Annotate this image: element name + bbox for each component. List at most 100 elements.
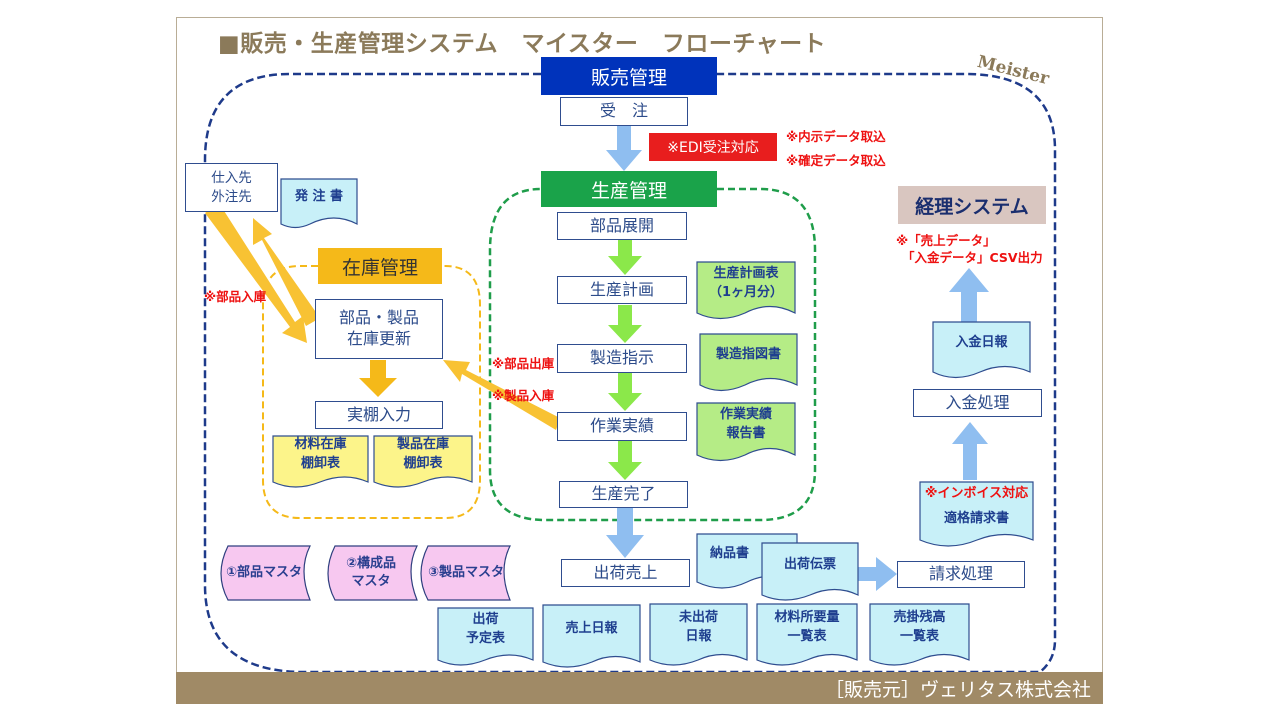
note-confirmed-import: ※確定データ取込: [786, 153, 886, 168]
doc-delivery-note: 納品書: [697, 534, 762, 582]
doc-label: 作業実績: [719, 407, 772, 423]
doc-label: （1ヶ月分）: [708, 284, 784, 300]
footer-vendor: ［販売元］ヴェリタス株式会社: [824, 679, 1091, 701]
section-header-inventory: 在庫管理: [318, 248, 442, 284]
process-production-complete: 生産完了: [559, 481, 688, 508]
process-label: 部品・製品: [338, 308, 419, 328]
doc-purchase-order: 発 注 書: [281, 179, 357, 224]
master-label: ①部品マスタ: [225, 565, 302, 581]
arrow-invoice-to-payment: [952, 422, 988, 480]
doc-label: 生産計画表: [713, 265, 779, 281]
arrow-order-to-results: [608, 373, 642, 411]
doc-sales-daily: 売上日報: [543, 605, 640, 662]
process-label: 生産計画: [589, 279, 654, 299]
doc-label: 報告書: [726, 426, 766, 441]
process-label: 部品展開: [589, 215, 654, 235]
process-label: 実棚入力: [346, 404, 411, 424]
doc-label: 日報: [685, 629, 712, 644]
doc-label: 一覧表: [787, 629, 827, 644]
doc-manufacturing-drawing: 製造指図書: [700, 334, 797, 385]
master-label: ③製品マスタ: [427, 565, 504, 581]
doc-label: 納品書: [709, 545, 749, 561]
process-order-receipt: 受 注: [560, 97, 688, 126]
doc-label: 製品在庫: [396, 437, 449, 453]
doc-label: 材料在庫: [294, 437, 347, 453]
arrow-payment-to-accounting: [949, 268, 989, 322]
invoice-note: ※インボイス対応: [924, 486, 1029, 502]
process-supplier: 仕入先外注先: [185, 163, 278, 212]
document-shapes: [272, 178, 1034, 668]
doc-receivables: 売掛残高一覧表: [870, 604, 969, 660]
doc-material-requirements: 材料所要量一覧表: [757, 604, 857, 660]
process-work-results: 作業実績: [557, 412, 687, 441]
process-billing: 請求処理: [897, 561, 1025, 588]
doc-payment-daily: 入金日報: [933, 322, 1030, 372]
doc-production-plan-sheet: 生産計画表 （1ヶ月分）: [697, 262, 795, 313]
arrow-supplier-to-stock: [205, 203, 307, 343]
doc-unshipped-daily: 未出荷日報: [650, 604, 747, 660]
note-csv-output-2: 「入金データ」CSV出力: [902, 250, 1043, 265]
master-shapes: [220, 545, 511, 601]
doc-label: 棚卸表: [403, 456, 443, 471]
doc-label: 売上日報: [565, 621, 618, 637]
process-label: 作業実績: [589, 416, 654, 436]
production-boundary: [488, 187, 817, 522]
note-parts-receipt: ※部品入庫: [204, 289, 267, 304]
arrow-stock-to-count: [359, 360, 397, 397]
note-product-receipt: ※製品入庫: [492, 388, 555, 403]
arrow-results-to-stock: [443, 360, 560, 430]
edi-badge: ※EDI受注対応: [649, 133, 777, 161]
doc-label: 製造指図書: [715, 347, 781, 363]
note-forecast-import: ※内示データ取込: [786, 129, 886, 144]
process-shipping-sales: 出荷売上: [561, 559, 690, 587]
master-products: ③製品マスタ: [420, 546, 512, 600]
doc-label: 棚卸表: [300, 456, 340, 471]
arrow-slip-to-billing: [858, 557, 897, 591]
doc-qualified-invoice: ※インボイス対応適格請求書: [920, 482, 1033, 540]
arrow-results-to-complete: [608, 441, 642, 480]
doc-work-report: 作業実績報告書: [697, 403, 795, 455]
process-stock-update: 部品・製品在庫更新: [315, 299, 443, 359]
doc-label: 未出荷: [678, 610, 718, 626]
doc-label: 材料所要量: [774, 610, 840, 626]
master-label: ②構成品: [345, 556, 396, 572]
doc-product-inventory: 製品在庫棚卸表: [374, 436, 472, 482]
doc-label: 発 注 書: [294, 189, 344, 205]
arrow-stock-to-supplier: [253, 218, 320, 326]
master-components: ②構成品マスタ: [325, 546, 417, 600]
doc-label: 一覧表: [899, 629, 939, 644]
note-csv-output-1: ※「売上データ」: [896, 233, 996, 248]
note-parts-issue: ※部品出庫: [492, 356, 555, 371]
process-production-plan: 生産計画: [557, 276, 687, 304]
doc-label: 出荷伝票: [783, 556, 836, 572]
section-header-production: 生産管理: [541, 171, 717, 207]
arrow-complete-to-shipping: [606, 508, 644, 558]
doc-label: 売掛残高: [893, 610, 946, 626]
process-manufacturing-order: 製造指示: [557, 344, 687, 373]
master-label: マスタ: [351, 574, 391, 589]
process-label: 仕入先: [211, 170, 252, 187]
arrow-expand-to-plan: [608, 240, 642, 275]
doc-label: 入金日報: [955, 334, 1008, 350]
process-physical-count: 実棚入力: [315, 401, 443, 429]
doc-shipping-slip: 出荷伝票: [762, 543, 858, 595]
section-header-sales: 販売管理: [541, 57, 717, 95]
section-header-accounting: 経理システム: [898, 186, 1046, 224]
footer-bar: ［販売元］ヴェリタス株式会社: [176, 672, 1103, 704]
process-label: 在庫更新: [346, 329, 411, 348]
process-label: 請求処理: [928, 564, 993, 584]
doc-shipping-schedule: 出荷予定表: [438, 608, 533, 660]
process-label: 受 注: [599, 101, 648, 121]
arrow-order-to-production: [606, 126, 642, 171]
process-parts-expansion: 部品展開: [557, 212, 687, 240]
master-parts: ①部品マスタ: [218, 546, 310, 600]
page-title: ■販売・生産管理システム マイスター フローチャート: [218, 30, 827, 57]
doc-label: 適格請求書: [943, 511, 1009, 526]
arrow-plan-to-order: [608, 305, 642, 343]
process-label: 入金処理: [945, 392, 1010, 412]
process-label: 製造指示: [589, 348, 654, 368]
process-payment: 入金処理: [913, 389, 1042, 417]
doc-material-inventory: 材料在庫棚卸表: [273, 436, 368, 482]
process-label: 外注先: [211, 188, 252, 205]
